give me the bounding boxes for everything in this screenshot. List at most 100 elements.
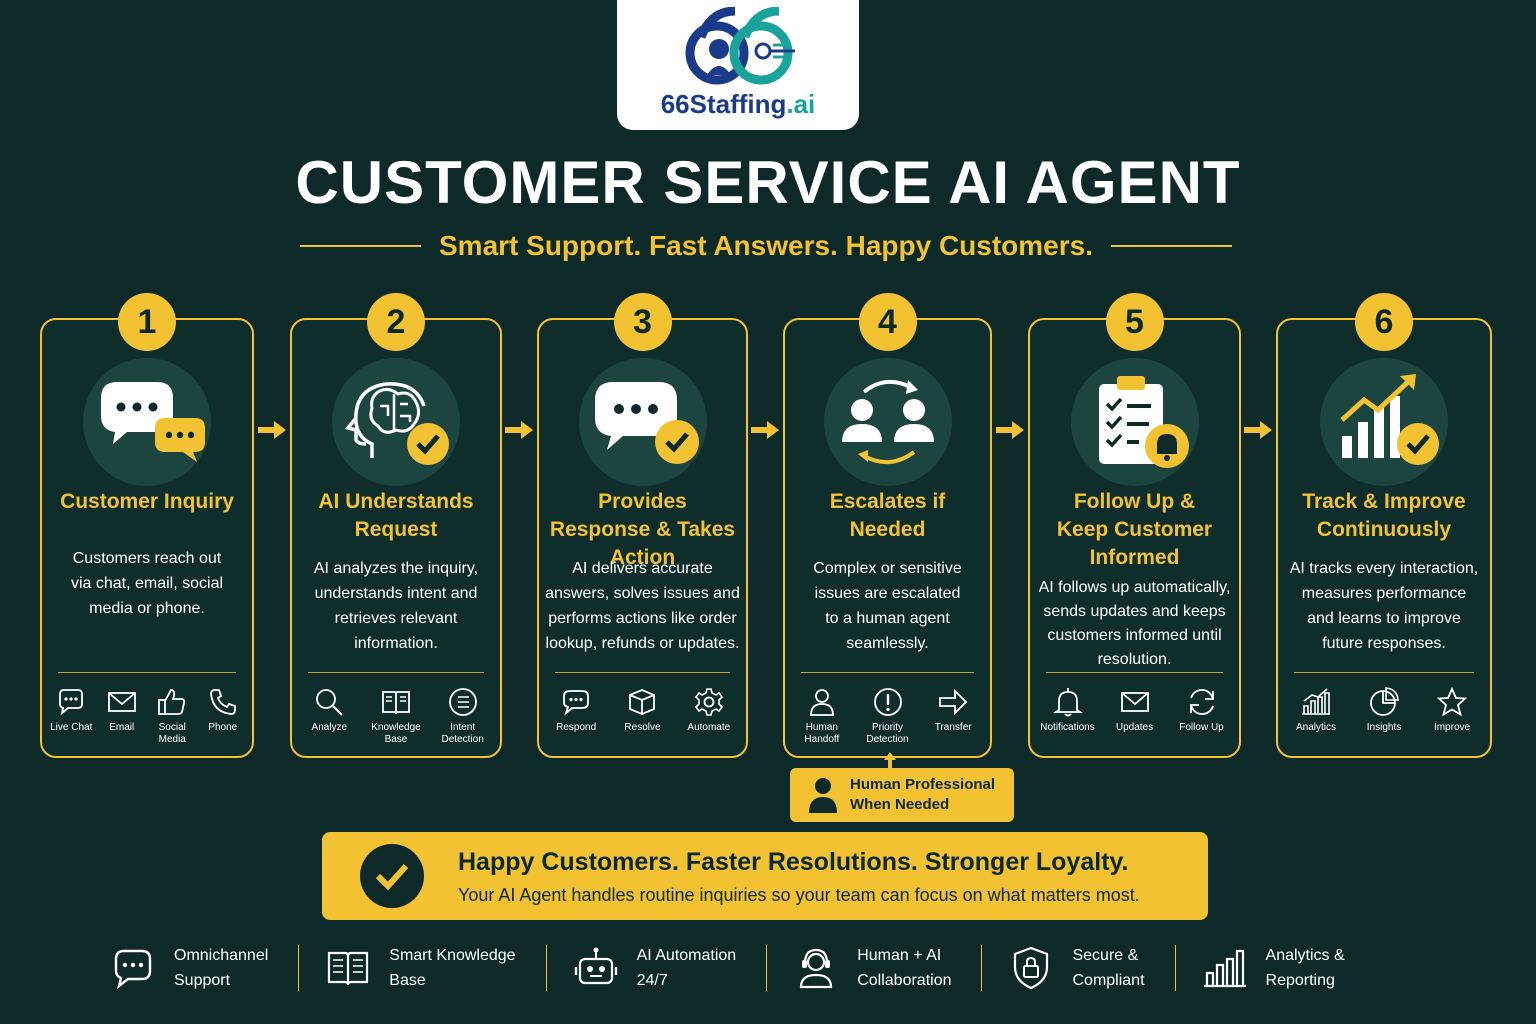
channel-label: Knowledge Base [371, 722, 421, 745]
channel-list: Respond Resolve Automate [543, 686, 742, 734]
step-number: 6 [1355, 293, 1413, 351]
channel-resolve: Resolve [609, 686, 675, 734]
feature-secure: Secure &Compliant [1008, 943, 1174, 993]
step-number: 1 [118, 293, 176, 351]
step-description: Customers reach out via chat, email, soc… [70, 550, 224, 617]
channel-label: Follow Up [1179, 722, 1224, 733]
step-card-4: 4 Escalates if Needed Complex or sensiti… [783, 293, 992, 758]
step-card-6: 6 Track & Improve Continuously AI tracks… [1276, 293, 1492, 758]
chat-icon [59, 689, 84, 716]
refresh-icon [1189, 689, 1214, 715]
feature-line-2: 24/7 [636, 972, 668, 989]
shield-lock-icon [1014, 946, 1049, 990]
channel-updates: Updates [1102, 686, 1168, 734]
step-title: Follow Up & Keep Customer Informed [1056, 490, 1213, 569]
chat-bubbles-icon [83, 358, 211, 486]
book-icon [382, 691, 410, 715]
card-divider [1294, 672, 1474, 673]
step-number: 4 [858, 293, 917, 351]
channel-label: Respond [556, 722, 597, 733]
human-professional-callout: Human Professional When Needed [790, 768, 1014, 822]
feature-line-1: Analytics & [1265, 947, 1345, 964]
flow-arrow-icon [505, 421, 533, 439]
feature-human-ai: Human + AI Collaboration [793, 943, 981, 993]
results-banner: Happy Customers. Faster Resolutions. Str… [322, 832, 1208, 920]
channel-label: Social Media [158, 722, 186, 745]
feature-ai-automation: AI Automation 24/7 [573, 943, 767, 993]
channel-human-handoff: Human Handoff [789, 686, 855, 746]
thumbs-up-icon [158, 689, 186, 715]
channel-analytics: Analytics [1283, 686, 1349, 734]
step-description: AI follows up automatically, sends updat… [1038, 579, 1231, 668]
channel-label: Intent Detection [441, 722, 484, 745]
feature-separator [1174, 945, 1176, 991]
step-card-2: 2 AI Understands Request AI analyzes the… [290, 293, 502, 758]
channel-phone: Phone [198, 686, 248, 746]
channel-list: Human Handoff Priority Detection Transfe… [789, 686, 986, 746]
channel-list: Live Chat Email Social Media Phone [46, 686, 248, 746]
channel-intent-detection: Intent Detection [430, 686, 496, 746]
channel-label: Phone [208, 722, 238, 733]
clipboard-bell-icon [1070, 358, 1199, 486]
person-icon [809, 689, 834, 716]
feature-line-2: Support [174, 972, 231, 989]
step-number: 3 [613, 293, 672, 351]
mail-icon [1120, 692, 1149, 712]
callout-line-1: Human Professional [850, 776, 996, 793]
feature-separator [545, 945, 547, 991]
channel-label: Human Handoff [804, 722, 840, 745]
flow-arrow-icon [258, 421, 286, 439]
step-title: Track & Improve Continuously [1302, 490, 1466, 541]
banner-headline: Happy Customers. Faster Resolutions. Str… [458, 848, 1129, 876]
channel-insights: Insights [1351, 686, 1417, 734]
channel-analyze: Analyze [296, 686, 362, 746]
box-icon [629, 689, 656, 715]
channel-social-media: Social Media [147, 686, 197, 746]
channel-label: Priority Detection [866, 722, 909, 745]
step-card-3: 3 Provides Response & Takes Action AI de… [537, 293, 748, 758]
channel-live-chat: Live Chat [46, 686, 96, 746]
brand-name: 66Staffing.ai [660, 89, 816, 119]
card-divider [555, 672, 730, 673]
feature-line-1: Smart Knowledge [389, 947, 516, 964]
step-description: AI analyzes the inquiry, understands int… [313, 560, 479, 652]
brand-logo: 66Staffing.ai [617, 0, 859, 130]
step-description: Complex or sensitive issues are escalate… [813, 560, 962, 652]
growth-chart-icon [1320, 358, 1448, 486]
step-title: Escalates if Needed [829, 490, 946, 541]
channel-email: Email [97, 686, 147, 746]
channel-label: Automate [687, 722, 731, 733]
list-circle-icon [448, 688, 477, 716]
card-divider [308, 672, 484, 673]
channel-label: Analytics [1295, 722, 1336, 733]
page-subtitle: Smart Support. Fast Answers. Happy Custo… [439, 230, 1093, 261]
channel-label: Email [109, 722, 135, 733]
headset-person-icon [800, 948, 833, 989]
flow-arrow-icon [751, 421, 779, 439]
chat-icon [563, 690, 590, 716]
person-icon [809, 778, 837, 813]
step-description: AI tracks every interaction, measures pe… [1289, 560, 1479, 652]
feature-line-2: Collaboration [857, 972, 952, 989]
magnifier-icon [316, 689, 344, 716]
bar-chart-icon [1302, 688, 1330, 715]
step-title: AI Understands Request [318, 490, 474, 541]
step-card-5: 5 Follow Up & Keep Customer Informed AI … [1028, 293, 1241, 758]
chat-icon [114, 949, 152, 990]
channel-transfer: Transfer [920, 686, 986, 746]
channel-label: Transfer [934, 722, 972, 733]
step-description: AI delivers accurate answers, solves iss… [545, 560, 740, 652]
card-divider [58, 672, 236, 673]
channel-notifications: Notifications [1035, 686, 1101, 734]
feature-line-1: AI Automation [636, 947, 737, 964]
feature-line-1: Human + AI [857, 947, 942, 964]
channel-follow-up: Follow Up [1169, 686, 1235, 734]
feature-separator [766, 945, 768, 991]
subtitle-rule-right [1111, 245, 1232, 247]
step-number: 2 [367, 293, 425, 351]
feature-line-1: Secure & [1072, 947, 1139, 964]
channel-priority-detection: Priority Detection [855, 686, 921, 746]
bar-chart-icon [1203, 949, 1246, 988]
